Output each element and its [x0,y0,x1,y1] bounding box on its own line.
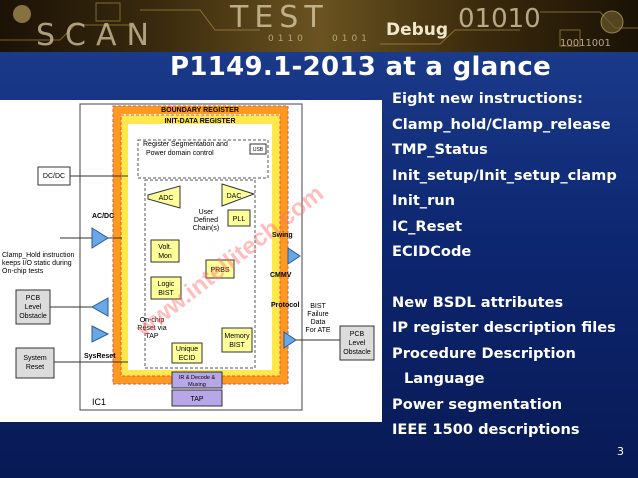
prbs-label: PRBS [210,267,229,274]
tap-block [171,389,223,407]
ir-decode-block [171,371,223,389]
list-item: IC_Reset [392,217,463,235]
unique-ecid-label-2: ECID [179,355,196,362]
dcdc-label: DC/DC [43,173,65,180]
volt-mon-label-1: Volt. [158,244,172,251]
user-defined-label-3: Chain(s) [193,225,219,232]
list-item: Init_run [392,192,456,209]
logic-bist-label-2: BIST [158,290,174,297]
volt-mon-label-2: Mon [158,253,172,260]
onchip-reset-label-3: TAP [145,333,158,340]
banner-debug: Debug [386,20,449,40]
ir-decode-label-1: IR & Decode & [179,375,216,381]
onchip-reset-label-2: Reset via [137,325,166,332]
memory-bist-label-2: BIST [229,342,245,349]
dac-block [221,183,256,207]
unique-ecid-block [171,342,203,364]
unique-ecid-label-1: Unique [176,346,198,353]
adc-label: ADC [159,195,174,202]
pcb-left-label-1: PCB [26,295,41,302]
banner-binary: 01010 [458,4,541,34]
banner-scan: SCAN [36,18,159,52]
prbs-block [205,259,235,279]
clamp-note-line1: Clamp_Hold instruction [2,252,74,259]
sysreset-label: SysReset [84,353,116,360]
attributes-heading: New BSDL attributes [392,293,564,311]
list-item: Procedure Description [392,344,576,362]
ir-decode-label-2: Muxing [188,382,206,388]
instructions-heading: Eight new instructions: [392,90,583,107]
pll-block [227,209,251,227]
banner-bits-left: 0110 [268,34,307,44]
left-io-buffer-icon [90,297,109,317]
adc-block [147,185,181,209]
pcb-right-block [339,325,375,361]
memory-bist-label-1: Memory [224,333,250,340]
tap-label: TAP [190,396,203,403]
dac-label: DAC [227,193,242,200]
power-domain-label: Power domain control [146,150,214,157]
pll-label: PLL [233,216,246,223]
banner-test: TEST [230,0,329,35]
circuit-pattern-icon [0,2,638,47]
logic-bist-label-1: Logic [158,281,175,288]
pcb-right-label-3: Obstacle [343,349,371,356]
system-reset-label-1: System [23,355,47,362]
slide-title: P1149.1-2013 at a glance [170,52,552,82]
ic1-label: IC1 [92,397,106,407]
user-defined-label-1: User [199,209,214,216]
acdc-label: AC/DC [92,213,114,220]
register-segmentation-label: Register Segmentation and [143,141,228,148]
user-defined-label-2: Defined [194,217,218,224]
pcb-right-label-2: Level [349,340,366,347]
bist-failure-label-2: Failure [307,311,329,318]
list-item: Init_setup/Init_setup_clamp [392,166,617,184]
memory-bist-block [221,327,253,353]
cmmv-label: CMMV [270,272,292,279]
swing-buffer-icon [287,247,301,265]
list-item: ECIDCode [392,243,472,260]
list-item: Language [404,370,485,387]
onchip-reset-label-1: On-chip [140,317,165,324]
list-item: Clamp_hold/Clamp_release [392,115,611,133]
feature-list: Eight new instructions: Clamp_hold/Clamp… [392,86,632,443]
system-reset-block [15,347,55,379]
list-item: IEEE 1500 descriptions [392,421,580,438]
bist-failure-label-3: Data [311,319,326,326]
protocol-label: Protocol [271,302,299,309]
right-io-buffer-icon [283,331,297,349]
logic-bist-block [150,276,182,300]
volt-mon-block [150,239,180,263]
banner-binary-small: 10011001 [560,38,611,49]
page-number: 3 [617,445,624,458]
spacer [392,265,632,290]
init-data-register-label: INIT-DATA REGISTER [164,118,235,125]
list-item: IP register description files [392,319,616,336]
pcb-right-label-1: PCB [350,331,365,338]
usb-label: USB [253,147,264,153]
list-item: TMP_Status [392,141,488,158]
banner-bits-right: 0101 [332,34,371,44]
pcb-left-label-2: Level [25,304,42,311]
bist-failure-label-4: For ATE [305,327,330,334]
pcb-left-label-3: Obstacle [19,313,47,320]
bist-failure-label-1: BIST [310,303,326,310]
boundary-register-label: BOUNDARY REGISTER [161,107,239,114]
clamp-note-line3: On-chip tests [2,268,44,275]
p1149-diagram: BOUNDARY REGISTER INIT-DATA REGISTER Reg… [0,100,382,422]
system-reset-label-2: Reset [26,364,44,371]
swing-label: Swing [272,232,293,239]
header-banner: SCAN TEST 0110 0101 Debug 01010 10011001 [0,0,638,52]
list-item: Power segmentation [392,395,563,413]
left-io-buffer-2-icon [91,325,110,343]
clamp-note-line2: keeps I/O static during [2,260,72,267]
